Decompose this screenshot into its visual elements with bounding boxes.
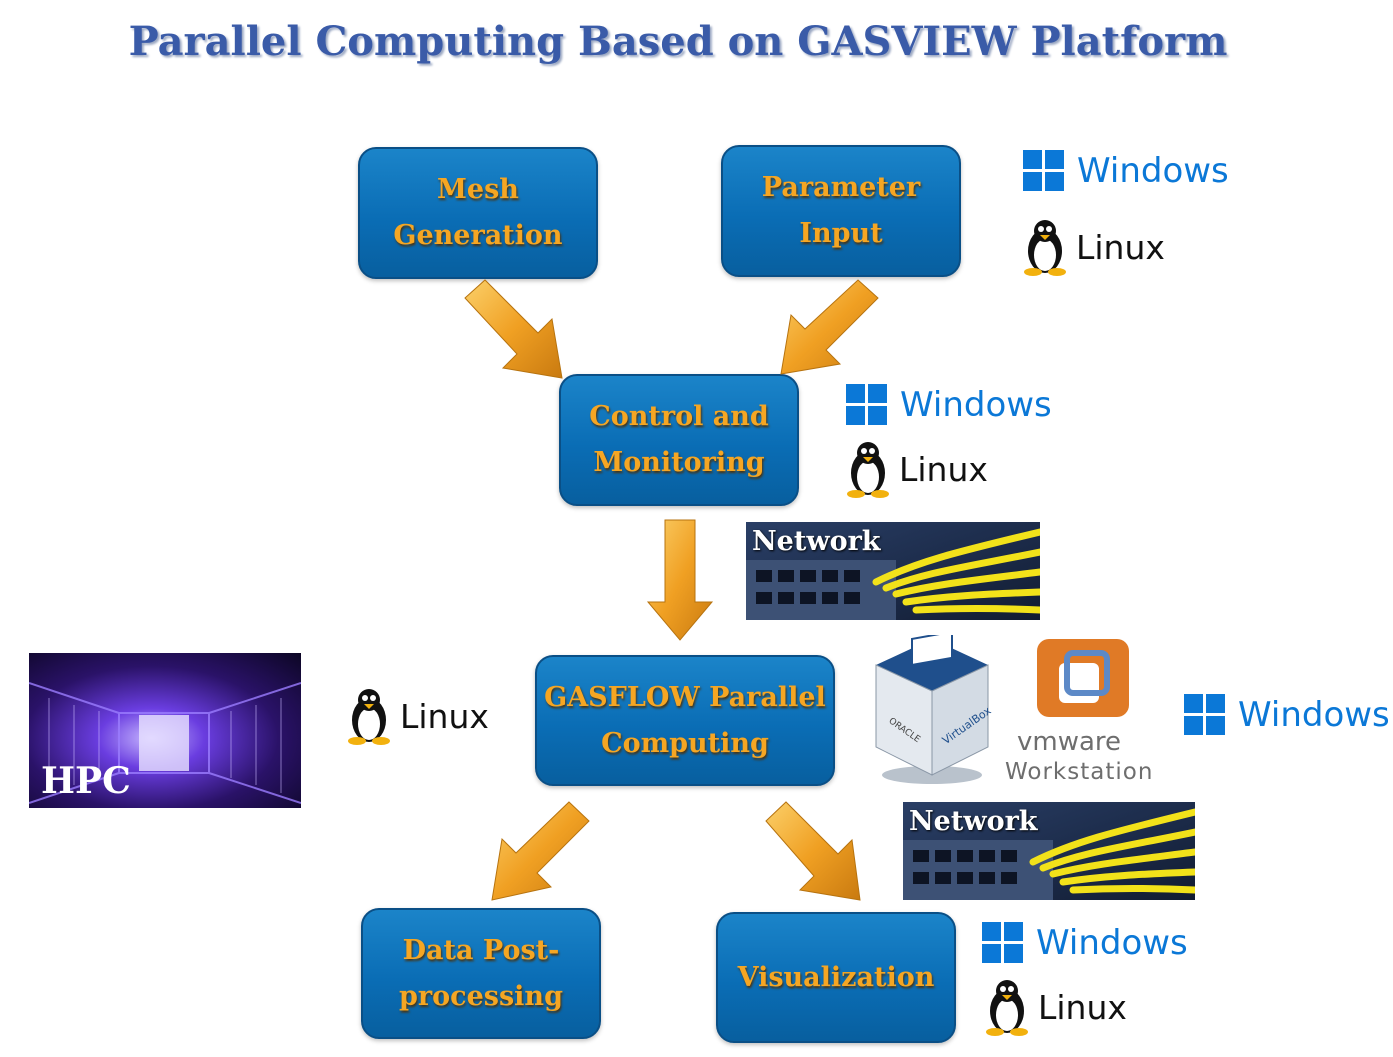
- control-monitoring-label: Control and Monitoring: [589, 401, 769, 478]
- windows-logo-control: Windows: [846, 384, 1052, 426]
- linux-text: Linux: [400, 696, 489, 736]
- windows-text: Windows: [1238, 695, 1390, 735]
- windows-text: Windows: [1077, 151, 1229, 191]
- mesh-generation-box: Mesh Generation: [358, 147, 598, 279]
- parameter-input-box: Parameter Input: [721, 145, 961, 277]
- virtualbox-icon: ORACLE VirtualBox: [875, 630, 994, 784]
- network-cables-icon: [903, 808, 1195, 900]
- windows-icon: [1023, 150, 1065, 192]
- vmware-brand: vmware: [1017, 727, 1122, 757]
- linux-logo-control: Linux: [843, 439, 988, 499]
- arrow-gasflow-vis-shape: [765, 801, 861, 901]
- network-image-1: Network: [746, 522, 1040, 620]
- vmware-icon: [1037, 639, 1129, 717]
- visualization-label: Visualization: [737, 961, 935, 993]
- network-image-2: Network: [903, 802, 1195, 900]
- tux-icon: [1024, 220, 1066, 276]
- windows-logo-gasflow: Windows: [1184, 694, 1390, 736]
- windows-icon: [1184, 694, 1226, 736]
- data-center-icon: [29, 682, 301, 804]
- control-monitoring-box: Control and Monitoring: [559, 374, 799, 506]
- arrow-control-gasflow-shape: [646, 519, 714, 641]
- windows-icon: [846, 384, 888, 426]
- hpc-label: HPC: [41, 760, 131, 802]
- linux-logo-gasflow: Linux: [344, 686, 489, 746]
- windows-text: Windows: [900, 385, 1052, 425]
- linux-text: Linux: [1038, 987, 1127, 1027]
- parameter-input-label: Parameter Input: [761, 172, 921, 249]
- visualization-box: Visualization: [716, 912, 956, 1043]
- virtualbox-logo: ORACLE VirtualBox: [866, 630, 998, 785]
- mesh-generation-label: Mesh Generation: [393, 174, 563, 251]
- gasflow-parallel-box: GASFLOW Parallel Computing: [535, 655, 835, 786]
- data-postprocessing-label: Data Post- processing: [399, 934, 563, 1012]
- vmware-logo: vmware Workstation: [1003, 637, 1163, 787]
- arrow-gasflow-post-shape: [491, 801, 590, 901]
- arrow-mesh-control-shape: [464, 279, 563, 379]
- windows-logo-bottom: Windows: [982, 922, 1188, 964]
- page-title: Parallel Computing Based on GASVIEW Plat…: [128, 18, 1228, 65]
- network-label: Network: [752, 526, 881, 557]
- windows-icon: [982, 922, 1024, 964]
- network-label: Network: [909, 806, 1038, 837]
- linux-logo-bottom: Linux: [982, 977, 1127, 1037]
- arrow-param-control-shape: [780, 279, 879, 375]
- network-cables-icon: [746, 528, 1040, 620]
- windows-logo-top: Windows: [1023, 150, 1229, 192]
- tux-icon: [348, 689, 390, 745]
- tux-icon: [986, 980, 1028, 1036]
- tux-icon: [847, 442, 889, 498]
- linux-logo-top: Linux: [1020, 217, 1165, 277]
- gasflow-parallel-label: GASFLOW Parallel Computing: [544, 681, 826, 759]
- hpc-image: HPC: [29, 653, 301, 808]
- windows-text: Windows: [1036, 923, 1188, 963]
- data-postprocessing-box: Data Post- processing: [361, 908, 601, 1039]
- linux-text: Linux: [899, 449, 988, 489]
- linux-text: Linux: [1076, 227, 1165, 267]
- vmware-product: Workstation: [1005, 759, 1154, 785]
